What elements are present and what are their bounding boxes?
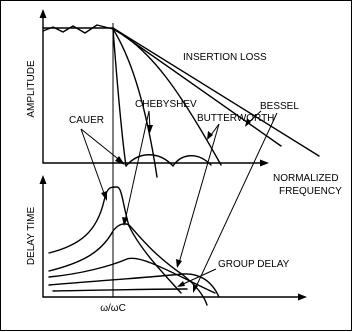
bessel-delay-curve [48, 273, 220, 298]
cauer-amplitude-curve [112, 28, 127, 167]
bessel-leader-delay-arrowhead [193, 284, 198, 293]
delay-time-label: DELAY TIME [26, 206, 37, 265]
butterworth-leader-delay [178, 123, 220, 264]
insertion-loss-curve [112, 27, 282, 147]
chebyshev-leader-amplitude-arrowhead [147, 125, 153, 133]
butterworth-amplitude-curve [112, 28, 222, 166]
chebyshev-delay-curve [48, 223, 208, 306]
bottom-frequency-axis-arrowhead [298, 293, 307, 301]
bessel-label: BESSEL [260, 101, 299, 112]
bessel-amplitude-curve [112, 27, 320, 157]
bessel-leader-delay [194, 112, 278, 290]
cauer-leader-delay [80, 128, 106, 197]
bessel-leader-amplitude-arrowhead [245, 118, 251, 127]
cauer-leader-amplitude [80, 128, 123, 163]
insertion-loss-label: INSERTION LOSS [183, 52, 267, 63]
cutoff-frequency-label: ω/ωC [100, 303, 126, 314]
chebyshev-ripple [42, 24, 114, 34]
group-delay-label: GROUP DELAY [218, 259, 290, 270]
cauer-label: CAUER [69, 115, 104, 126]
butterworth-leader-amplitude [210, 123, 220, 136]
top-frequency-axis-arrowhead [260, 159, 269, 167]
amplitude-label: AMPLITUDE [26, 60, 37, 118]
cauer-leader-delay-arrowhead [101, 191, 107, 201]
cauer-leader-amplitude-arrowhead [115, 156, 125, 165]
delay-axis-arrowhead [39, 175, 47, 184]
normalized-label: NORMALIZED [273, 173, 339, 184]
group-delay-leader [180, 268, 217, 286]
butterworth-delay-curve [48, 257, 216, 294]
bessel-leader-amplitude [248, 110, 262, 123]
amplitude-axis-arrowhead [39, 9, 47, 18]
group-delay-curve [52, 288, 188, 292]
chebyshev-label: CHEBYSHEV [135, 99, 197, 110]
frequency-label: FREQUENCY [279, 186, 342, 197]
butterworth-label: BUTTERWORTH [197, 113, 274, 124]
cauer-delay-curve [48, 186, 182, 294]
butterworth-leader-amplitude-arrowhead [207, 131, 213, 140]
butterworth-leader-delay-arrowhead [176, 259, 182, 268]
chebyshev-leader-delay [124, 110, 150, 222]
chebyshev-leader-delay-arrowhead [122, 217, 128, 226]
group-delay-leader-arrowhead [177, 281, 185, 287]
